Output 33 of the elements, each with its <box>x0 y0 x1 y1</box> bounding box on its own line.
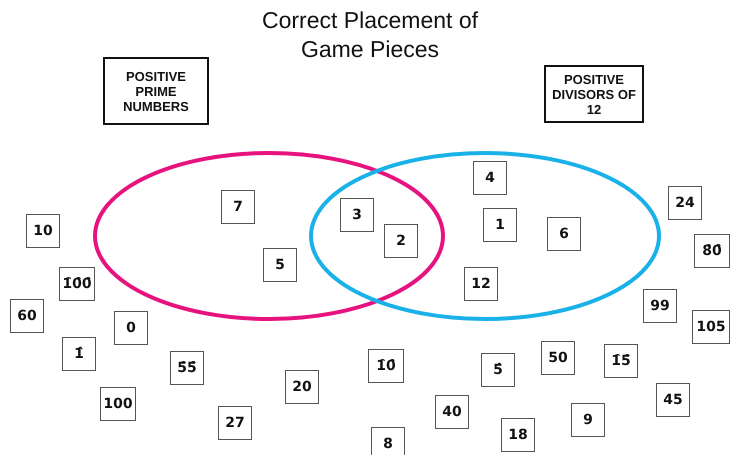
game-piece: 27 <box>218 406 252 440</box>
game-piece: 5̂ <box>481 353 515 387</box>
game-piece: 7 <box>221 190 255 224</box>
game-piece: 2 <box>384 224 418 258</box>
game-piece: 105 <box>692 310 730 344</box>
game-piece: 0 <box>114 311 148 345</box>
game-piece: 12 <box>464 267 498 301</box>
game-piece: 1̑5̑ <box>604 344 638 378</box>
game-piece: 8 <box>371 427 405 455</box>
game-piece: 45 <box>656 383 690 417</box>
game-piece: 18 <box>501 418 535 452</box>
game-piece: 1 <box>483 208 517 242</box>
game-piece: 8̑0̑ <box>694 234 730 268</box>
diagram-title: Correct Placement of Game Pieces <box>260 6 480 64</box>
game-piece: 4 <box>473 161 507 195</box>
game-piece: 5 <box>263 248 297 282</box>
game-piece: 3 <box>340 198 374 232</box>
game-piece: 1̂ <box>62 337 96 371</box>
game-piece: 1̑0̑ <box>368 349 404 383</box>
set-label-box: POSITIVE PRIME NUMBERS <box>103 57 209 125</box>
game-piece: 60 <box>10 299 44 333</box>
game-piece: 99 <box>643 289 677 323</box>
game-piece: 9 <box>571 403 605 437</box>
game-piece: 6 <box>547 217 581 251</box>
game-piece: 5̑5̑ <box>170 351 204 385</box>
game-piece: 20 <box>285 370 319 404</box>
game-piece: 50 <box>541 341 575 375</box>
game-piece: 24 <box>668 186 702 220</box>
game-piece: 100 <box>100 387 136 421</box>
game-piece: 40 <box>435 395 469 429</box>
game-piece: 1̑0̑0̑ <box>59 267 95 301</box>
game-piece: 10 <box>26 214 60 248</box>
set-label-box: POSITIVE DIVISORS OF 12 <box>544 65 644 123</box>
